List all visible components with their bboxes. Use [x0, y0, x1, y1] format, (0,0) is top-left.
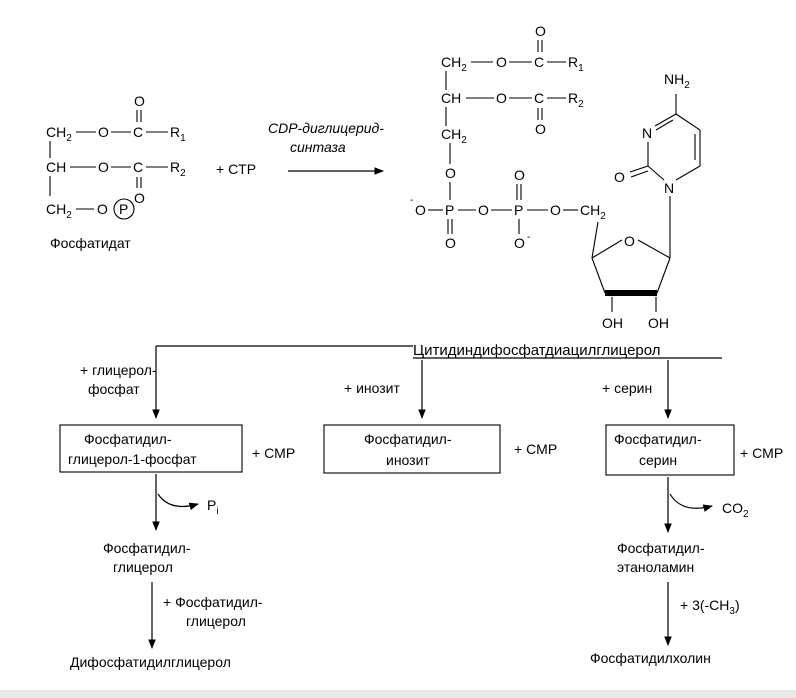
footer-strip: [0, 690, 796, 698]
cmp-label: + CMP: [252, 445, 295, 461]
negative-charge: -: [527, 232, 530, 243]
oxygen-atom: O: [550, 202, 561, 218]
phosphatidylserine-box: [605, 424, 735, 476]
methylation-reagent: + 3(-CH3): [680, 597, 740, 617]
phosphate-p: P: [119, 201, 128, 217]
ch2-group: CH2: [46, 201, 72, 221]
oxygen-atom: O: [496, 90, 507, 106]
phosphatidate-label: Фосфатидат: [50, 235, 131, 251]
oxygen-atom: O: [614, 169, 625, 185]
ribose-oxygen: O: [624, 233, 635, 249]
enzyme-label-line2: синтаза: [290, 139, 346, 155]
r1-group: R1: [170, 124, 186, 144]
ch-group: CH: [441, 90, 461, 106]
oxygen-atom: O: [98, 159, 109, 175]
oxygen-atom: O: [478, 202, 489, 218]
ch2-group: CH2: [441, 126, 467, 146]
r2-group: R2: [170, 159, 186, 179]
box-text-line1: Фосфатидил-: [84, 431, 172, 447]
oxygen-atom: O: [98, 124, 109, 140]
hydroxyl-group: OH: [648, 315, 669, 331]
box-text-line2: глицерол-1-фосфат: [68, 451, 197, 467]
cdp-diacylglycerol-structure: CH2 O C R1 O CH O C R2 O CH2 O - O P O P: [410, 23, 701, 331]
glycerol-phosphate-reagent-line2: фосфат: [88, 381, 140, 397]
oxygen-atom: O: [445, 165, 456, 181]
carbon-atom: C: [133, 124, 143, 140]
carbon-atom: C: [534, 54, 544, 70]
ch2-group: CH2: [580, 202, 606, 222]
r1-group: R1: [568, 54, 584, 74]
phosphorus-atom: P: [514, 202, 523, 218]
serine-reagent: + серин: [602, 380, 652, 396]
cmp-label: + CMP: [740, 445, 783, 461]
box-text-line2: серин: [639, 452, 677, 468]
box-text-line1: Фосфатидил-: [614, 431, 702, 447]
oxygen-atom: O: [415, 202, 426, 218]
oxygen-atom: O: [445, 235, 456, 251]
ribose-bond: [591, 221, 599, 259]
cdp-diacylglycerol-label: Цитидиндифосфатдиацилглицерол: [413, 342, 661, 359]
oxygen-atom: O: [535, 121, 546, 137]
negative-charge: -: [410, 195, 413, 206]
hydroxyl-group: OH: [602, 315, 623, 331]
phosphatidylethanolamine-line1: Фосфатидил-: [617, 540, 705, 556]
co2-curved-arrow: [669, 493, 713, 512]
ctp-label: + CTP: [216, 161, 256, 177]
phosphatidylcholine-label: Фосфатидилхолин: [590, 650, 711, 666]
phosphate-circle-icon: [113, 198, 135, 220]
oxygen-atom: O: [535, 23, 546, 39]
phosphatidylglycerophosphate-box: [59, 424, 243, 473]
phosphatidylglycerol-line1: Фосфатидил-: [103, 540, 191, 556]
enzyme-label-line1: CDP-диглицерид-: [268, 120, 384, 136]
phosphatidate-structure: CH2 O C R1 O CH O C R2 O CH2 O P Фосфати…: [46, 93, 186, 251]
ch2-group: CH2: [441, 54, 467, 74]
phosphorus-atom: P: [445, 202, 454, 218]
oxygen-atom: O: [134, 190, 145, 206]
carbon-atom: C: [534, 90, 544, 106]
nitrogen-atom: N: [642, 125, 652, 141]
phosphatidylglycerol-line2: глицерол: [113, 559, 173, 575]
co2-label: CO2: [722, 500, 749, 520]
box-text-line1: Фосфатидил-: [364, 431, 452, 447]
cmp-label: + CMP: [514, 441, 557, 457]
pi-label: Pi: [207, 497, 219, 517]
pi-curved-arrow: [157, 493, 199, 511]
oxygen-atom: O: [514, 235, 525, 251]
oxygen-atom: O: [514, 167, 525, 183]
oxygen-atom: O: [97, 201, 108, 217]
phosphatidylglycerol-reagent-line1: + Фосфатидил-: [163, 594, 263, 610]
nitrogen-atom: N: [664, 180, 674, 196]
diphosphatidylglycerol-label: Дифосфатидилглицерол: [70, 654, 231, 670]
inositol-reagent: + инозит: [344, 380, 400, 396]
r2-group: R2: [568, 90, 584, 110]
oxygen-atom: O: [134, 93, 145, 109]
carbon-atom: C: [133, 159, 143, 175]
ch2-group: CH2: [46, 124, 72, 144]
amino-group: NH2: [664, 71, 690, 91]
ch-group: CH: [46, 159, 66, 175]
box-text-line2: инозит: [386, 452, 430, 468]
glycerol-phosphate-reagent-line1: + глицерол-: [80, 362, 157, 378]
oxygen-atom: O: [496, 54, 507, 70]
phosphatidylethanolamine-line2: этаноламин: [617, 559, 694, 575]
phosphatidylglycerol-reagent-line2: глицерол: [186, 613, 246, 629]
phosphatidylinositol-box: [323, 424, 501, 474]
